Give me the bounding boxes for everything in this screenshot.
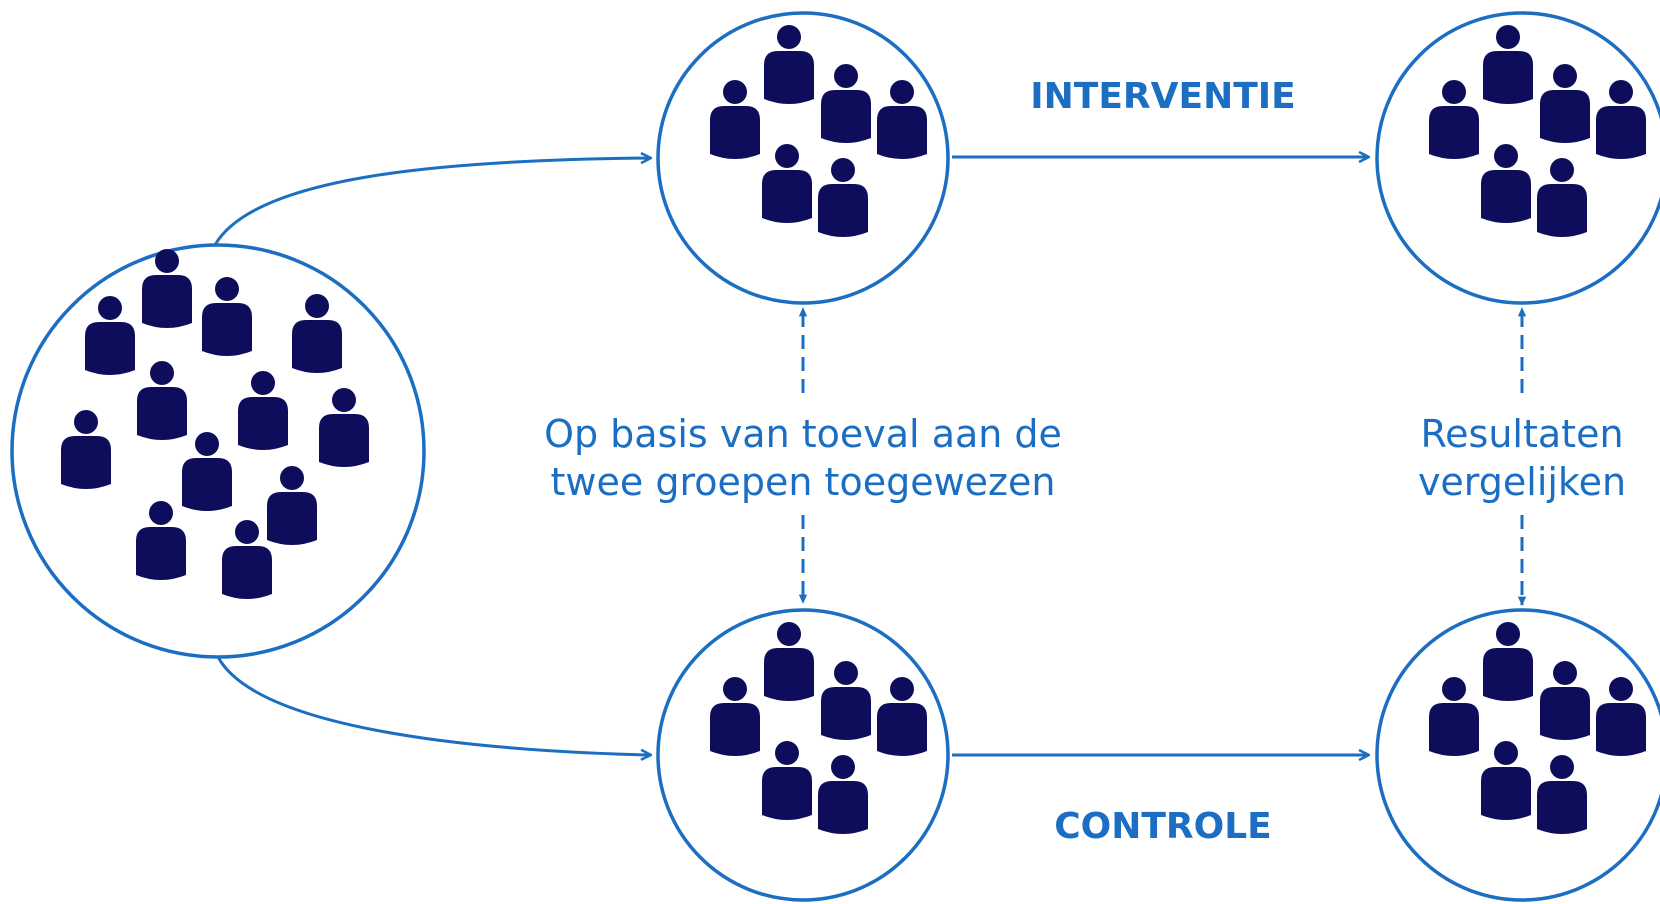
person-icon: [818, 755, 868, 834]
person-icon: [142, 249, 192, 328]
control-group-people: [710, 622, 927, 834]
person-icon: [1540, 661, 1590, 740]
person-icon: [1483, 25, 1533, 104]
control-label: CONTROLE: [1054, 806, 1272, 847]
arrow-to-intervention-group: [213, 158, 650, 246]
person-icon: [710, 80, 760, 159]
person-icon: [1537, 755, 1587, 834]
person-icon: [1596, 80, 1646, 159]
person-icon: [762, 741, 812, 820]
comparison-label-line-1: Resultaten: [1420, 412, 1623, 456]
population-people: [61, 249, 369, 599]
person-icon: [877, 677, 927, 756]
intervention-group-people: [710, 25, 927, 237]
person-icon: [85, 296, 135, 375]
person-icon: [818, 158, 868, 237]
randomization-label-line-1: Op basis van toeval aan de: [544, 412, 1062, 456]
person-icon: [202, 277, 252, 356]
person-icon: [292, 294, 342, 373]
person-icon: [877, 80, 927, 159]
intervention-result-people: [1429, 25, 1646, 237]
person-icon: [319, 388, 369, 467]
person-icon: [1481, 741, 1531, 820]
person-icon: [1540, 64, 1590, 143]
person-icon: [710, 677, 760, 756]
person-icon: [1481, 144, 1531, 223]
person-icon: [136, 501, 186, 580]
connectors: [213, 157, 1527, 755]
person-icon: [821, 661, 871, 740]
randomization-label-line-2: twee groepen toegewezen: [551, 460, 1056, 504]
person-icon: [1429, 80, 1479, 159]
person-icon: [764, 25, 814, 104]
person-icon: [764, 622, 814, 701]
comparison-label-line-2: vergelijken: [1418, 460, 1626, 504]
person-icon: [1483, 622, 1533, 701]
person-icon: [821, 64, 871, 143]
person-icon: [222, 520, 272, 599]
person-icon: [762, 144, 812, 223]
control-result-people: [1429, 622, 1646, 834]
person-icon: [61, 410, 111, 489]
person-icon: [238, 371, 288, 450]
arrow-to-control-group: [216, 656, 650, 755]
person-icon: [1596, 677, 1646, 756]
intervention-label: INTERVENTIE: [1030, 76, 1296, 117]
person-icon: [1537, 158, 1587, 237]
person-icon: [182, 432, 232, 511]
person-icon: [137, 361, 187, 440]
person-icon: [1429, 677, 1479, 756]
person-icon: [267, 466, 317, 545]
